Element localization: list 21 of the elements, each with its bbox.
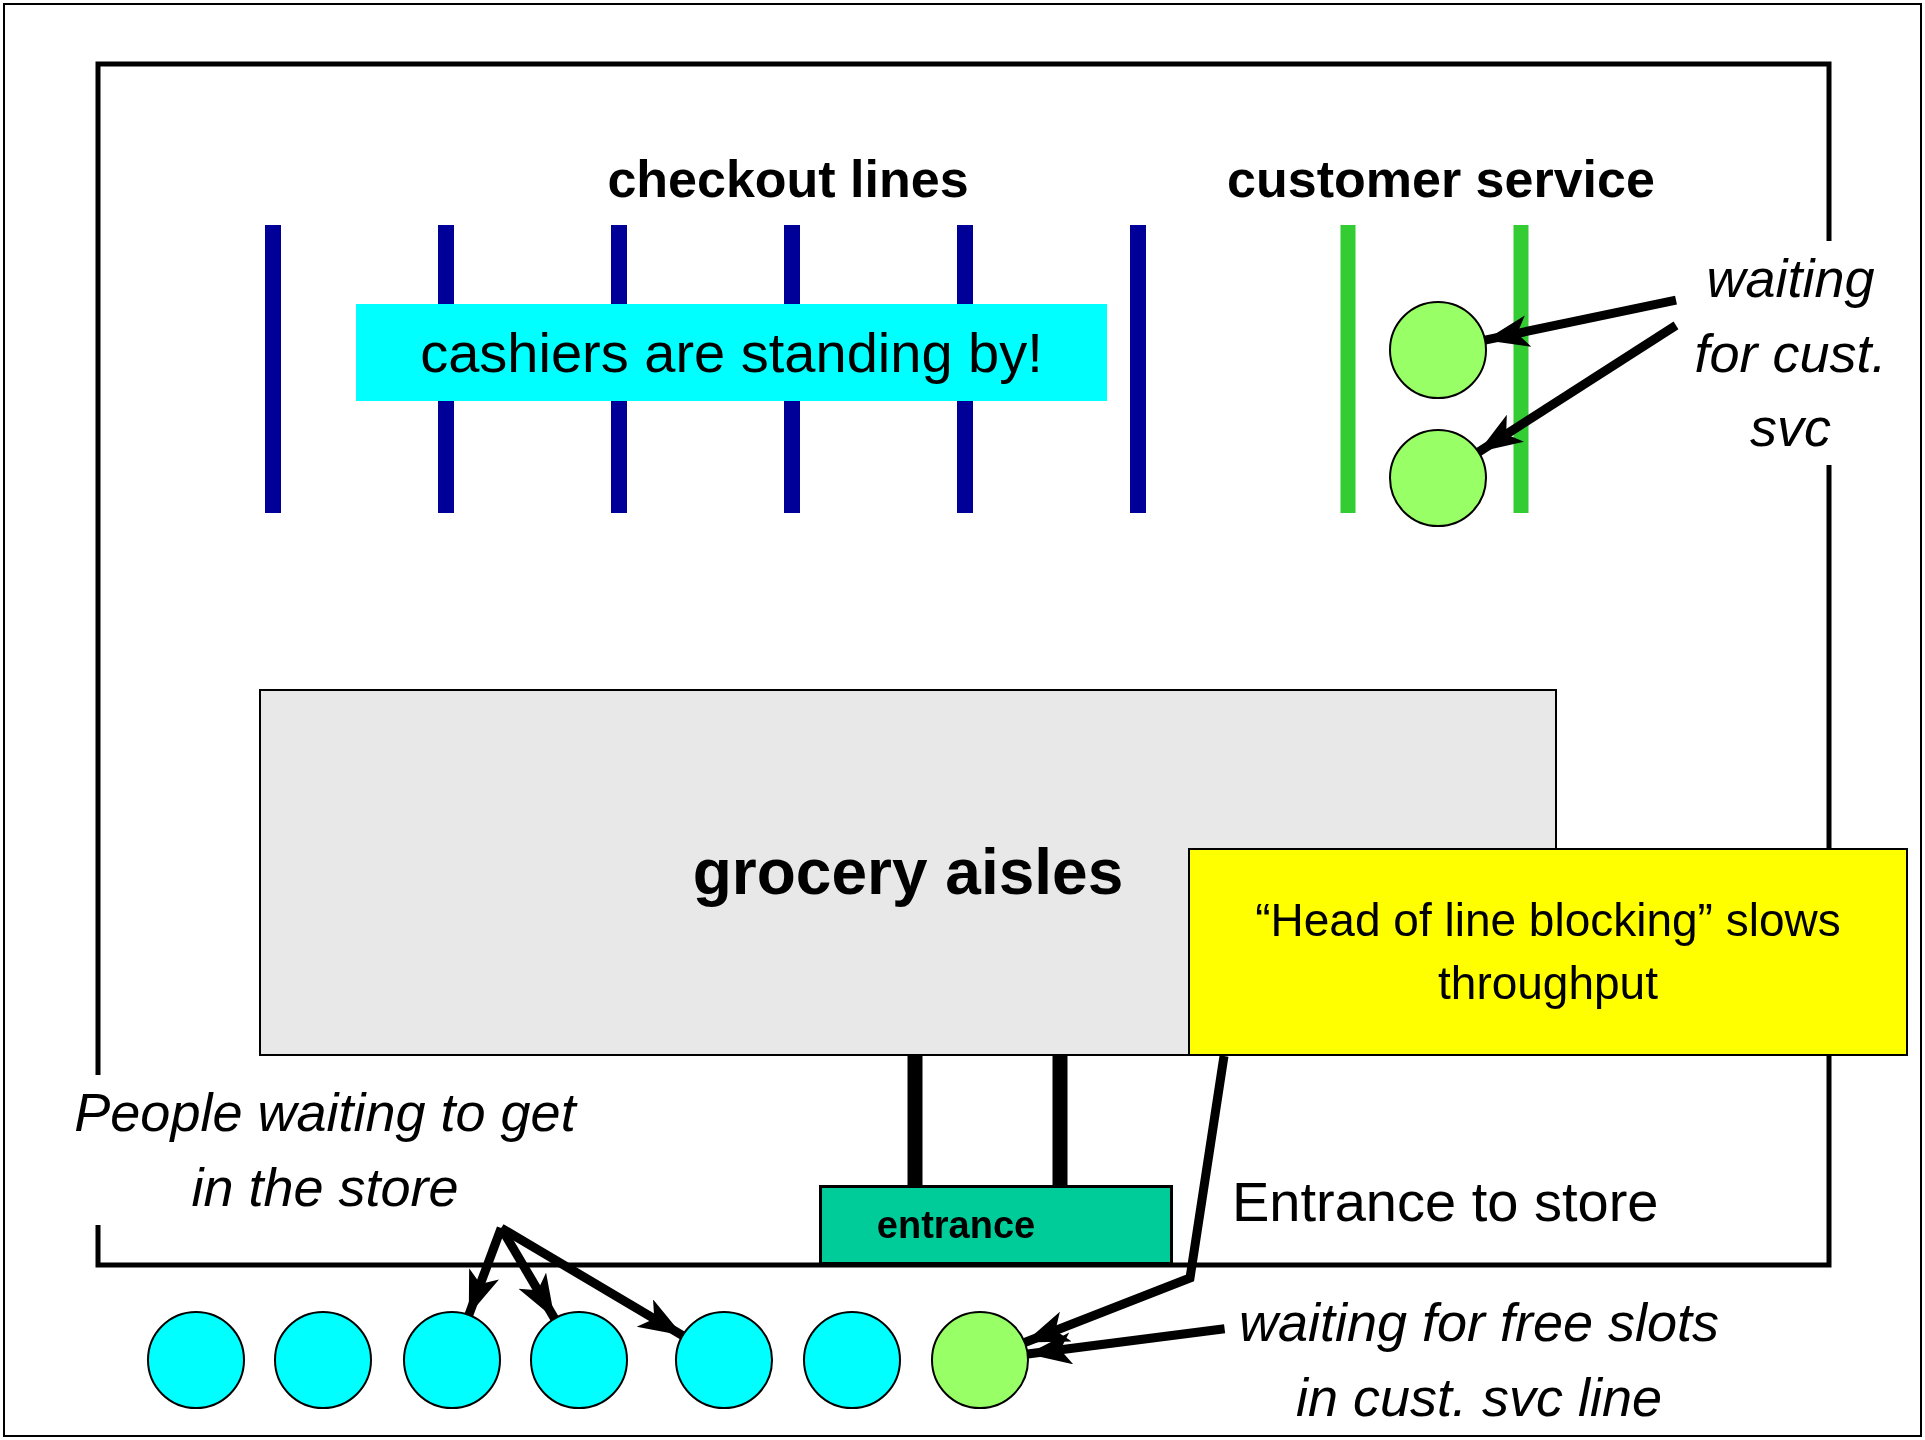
callout-text: entrance [875,1202,1037,1248]
arrow [1023,1055,1229,1347]
person-circle [147,1311,245,1409]
callout-text: “Head of line blocking” slows throughput [1254,892,1842,1011]
arrow [1027,1324,1226,1365]
arrow [498,1224,685,1340]
arrow [1476,321,1679,456]
callout-box [356,304,1107,401]
person-circle [530,1311,628,1409]
person-circle [1389,301,1487,399]
person-circle [931,1311,1029,1409]
person-circle [274,1311,372,1409]
person-circle [803,1311,901,1409]
arrow [1484,295,1677,347]
callout-text: cashiers are standing by! [419,319,1044,386]
person-circle [403,1311,501,1409]
callout-tooltip [1188,848,1908,1056]
aisles-label: grocery aisles [691,835,1125,911]
entrance-box [819,1185,1173,1265]
person-circle [1389,429,1487,527]
person-circle [675,1311,773,1409]
